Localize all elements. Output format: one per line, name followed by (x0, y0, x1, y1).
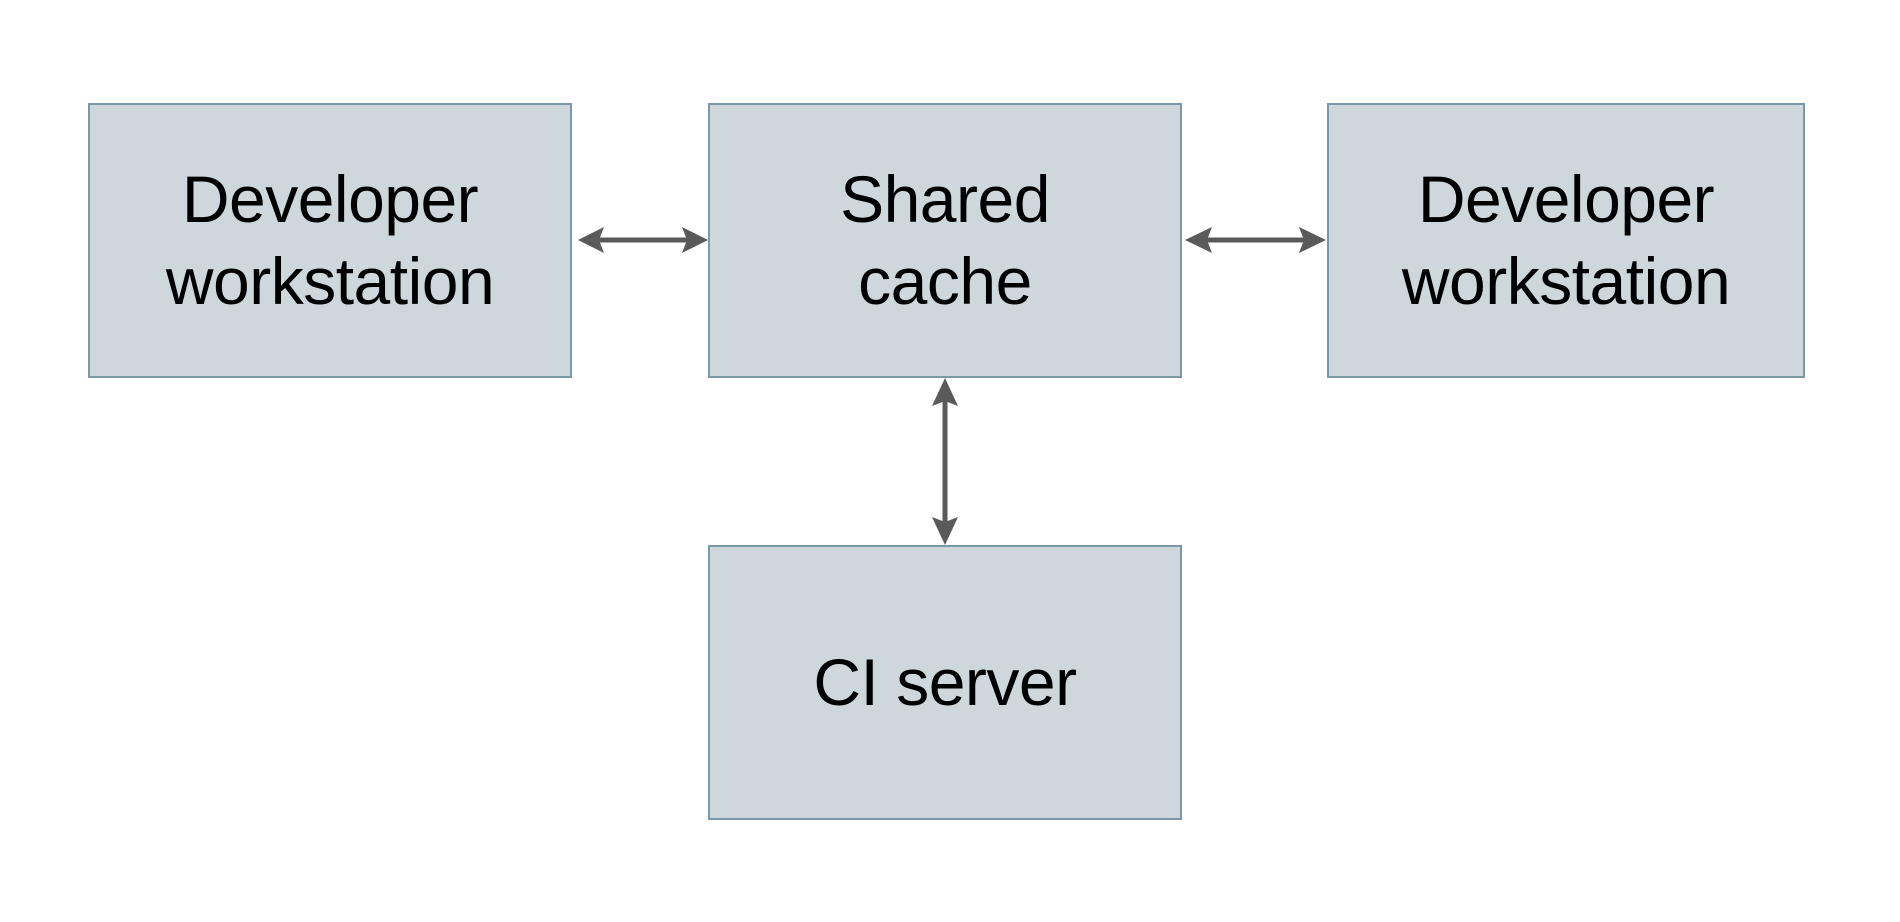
connector-dev-left-to-shared-cache[interactable] (574, 216, 712, 264)
double-arrow-icon (578, 227, 708, 253)
node-shared-cache[interactable]: Shared cache (708, 103, 1182, 378)
double-arrow-icon (1185, 227, 1326, 253)
double-arrow-icon (932, 378, 958, 545)
node-developer-workstation-right[interactable]: Developer workstation (1327, 103, 1805, 378)
connector-shared-cache-to-ci-server[interactable] (921, 374, 969, 549)
node-ci-server[interactable]: CI server (708, 545, 1182, 820)
connector-shared-cache-to-dev-right[interactable] (1180, 216, 1331, 264)
node-developer-workstation-left[interactable]: Developer workstation (88, 103, 572, 378)
